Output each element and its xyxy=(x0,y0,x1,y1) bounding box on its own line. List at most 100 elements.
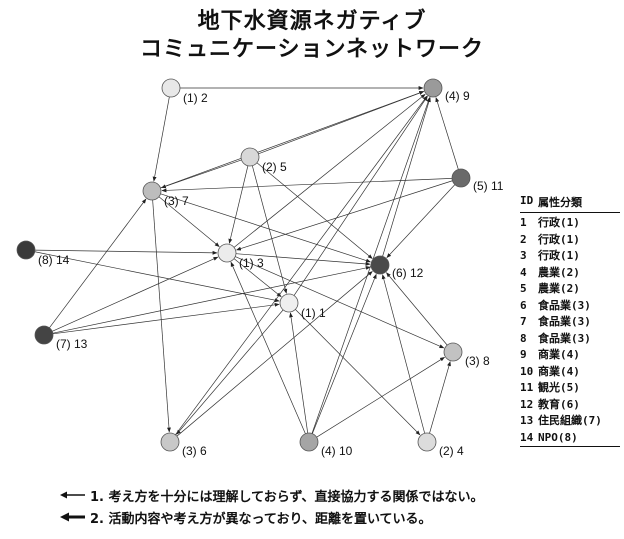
node-circle xyxy=(423,78,443,98)
notes: 1. 考え方を十分には理解しておらず、直接協力する関係ではない。 2. 活動内容… xyxy=(60,484,484,528)
node-n6: (6) 12 xyxy=(370,255,424,280)
node-n4b: (4) 10 xyxy=(299,432,353,458)
edge-arrow xyxy=(160,159,242,189)
edge-arrow xyxy=(34,249,218,255)
legend-row: 3 行政(1) xyxy=(520,248,620,265)
thin-arrow-icon xyxy=(60,491,85,499)
nodes-layer: (1) 2 (4) 9 (2) 5 (5) 11 (3) 7 (8) 14 (1) 3 (6)… xyxy=(16,78,504,458)
legend-row: 10 商業(4) xyxy=(520,364,620,381)
legend-row: 11 観光(5) xyxy=(520,380,620,397)
legend-row: 6 食品業(3) xyxy=(520,298,620,315)
node-label: (4) 9 xyxy=(445,89,470,103)
edge-arrow xyxy=(381,274,426,434)
node-label: (7) 13 xyxy=(56,337,88,351)
edge-arrow xyxy=(236,180,453,251)
node-label: (8) 14 xyxy=(38,253,70,267)
diagram-title-line-2: コミュニケーションネットワーク xyxy=(139,37,485,62)
legend-row-id: 7 xyxy=(520,315,527,328)
node-circle xyxy=(370,255,390,275)
edge-arrow xyxy=(158,196,220,247)
node-n8: (8) 14 xyxy=(16,240,70,267)
legend-header-attr: 属性分類 xyxy=(538,196,582,209)
edge-arrow xyxy=(316,357,445,438)
edge-arrow xyxy=(312,273,377,434)
legend-row: 4 農業(2) xyxy=(520,265,620,282)
note-2: 2. 活動内容や考え方が異なっており、距離を置いている。 xyxy=(60,506,484,528)
legend-row-attr: 食品業(3) xyxy=(538,298,591,312)
legend-row-attr: 農業(2) xyxy=(538,265,580,279)
node-label: (1) 3 xyxy=(239,256,264,270)
edge-arrow xyxy=(386,184,456,259)
legend-row-id: 6 xyxy=(520,298,527,312)
node-n1b: (1) 3 xyxy=(217,243,264,270)
node-label: (1) 2 xyxy=(183,91,208,105)
edge-arrow xyxy=(382,97,431,257)
node-circle xyxy=(217,243,237,263)
node-circle xyxy=(451,168,471,188)
legend-row-attr: 食品業(3) xyxy=(538,315,591,328)
legend-row-id: 11 xyxy=(520,381,534,394)
edge-arrow xyxy=(235,253,371,266)
note-1: 1. 考え方を十分には理解しておらず、直接協力する関係ではない。 xyxy=(60,484,484,506)
legend-row-attr: NPO(8) xyxy=(538,430,578,444)
edge-arrow xyxy=(160,91,425,189)
legend-row-attr: 行政(1) xyxy=(538,249,580,262)
note-2-text: 2. 活動内容や考え方が異なっており、距離を置いている。 xyxy=(90,511,432,527)
legend-row-id: 13 xyxy=(520,414,534,427)
legend-row-attr: 商業(4) xyxy=(538,364,580,378)
legend-row-attr: 行政(1) xyxy=(538,232,580,246)
edge-arrow xyxy=(293,95,428,296)
node-circle xyxy=(240,147,260,167)
node-label: (4) 10 xyxy=(321,444,353,458)
edge-arrow xyxy=(52,266,371,334)
node-n3c: (3) 6 xyxy=(160,432,207,458)
edge-arrow xyxy=(34,251,280,303)
edge-arrow xyxy=(176,309,284,435)
legend-row-id: 3 xyxy=(520,249,527,262)
node-circle xyxy=(299,432,319,452)
node-circle xyxy=(16,240,36,260)
thick-arrow-icon xyxy=(60,512,85,522)
legend-row-id: 10 xyxy=(520,364,534,378)
node-circle xyxy=(34,325,54,345)
node-label: (3) 6 xyxy=(182,444,207,458)
legend-row-attr: 観光(5) xyxy=(538,381,580,394)
edge-arrow xyxy=(258,91,425,155)
node-label: (3) 8 xyxy=(465,354,490,368)
edge-arrow xyxy=(429,361,451,434)
edge-arrow xyxy=(295,309,421,436)
legend-row-id: 12 xyxy=(520,397,534,411)
node-label: (5) 11 xyxy=(473,179,504,193)
node-n3a: (3) 7 xyxy=(142,181,189,208)
legend-row-id: 4 xyxy=(520,265,527,279)
edge-arrow xyxy=(386,272,448,346)
node-circle xyxy=(142,181,162,201)
legend-row: 7 食品業(3) xyxy=(520,314,620,331)
edge-arrow xyxy=(52,302,280,335)
node-circle xyxy=(161,78,181,98)
node-n2a: (2) 5 xyxy=(240,147,287,174)
node-n5a: (5) 11 xyxy=(451,168,504,193)
legend-header-id: ID xyxy=(520,194,534,207)
edge-arrow xyxy=(152,199,171,433)
edge-arrow xyxy=(233,93,426,248)
legend-row-attr: 教育(6) xyxy=(538,397,580,411)
legend-row: 13 住民組織(7) xyxy=(520,413,620,430)
edge-arrow xyxy=(152,96,170,182)
legend-header: ID 属性分類 xyxy=(520,194,620,213)
legend-row-id: 5 xyxy=(520,282,527,295)
node-circle xyxy=(417,432,437,452)
node-label: (2) 5 xyxy=(262,160,287,174)
legend-row-id: 9 xyxy=(520,348,527,361)
edge-arrow xyxy=(251,165,288,294)
legend-row-attr: 住民組織(7) xyxy=(538,414,602,427)
note-1-text: 1. 考え方を十分には理解しておらず、直接協力する関係ではない。 xyxy=(90,489,484,505)
edge-arrow xyxy=(176,271,373,437)
edge-arrow xyxy=(435,97,459,170)
edge-arrow xyxy=(235,256,445,349)
